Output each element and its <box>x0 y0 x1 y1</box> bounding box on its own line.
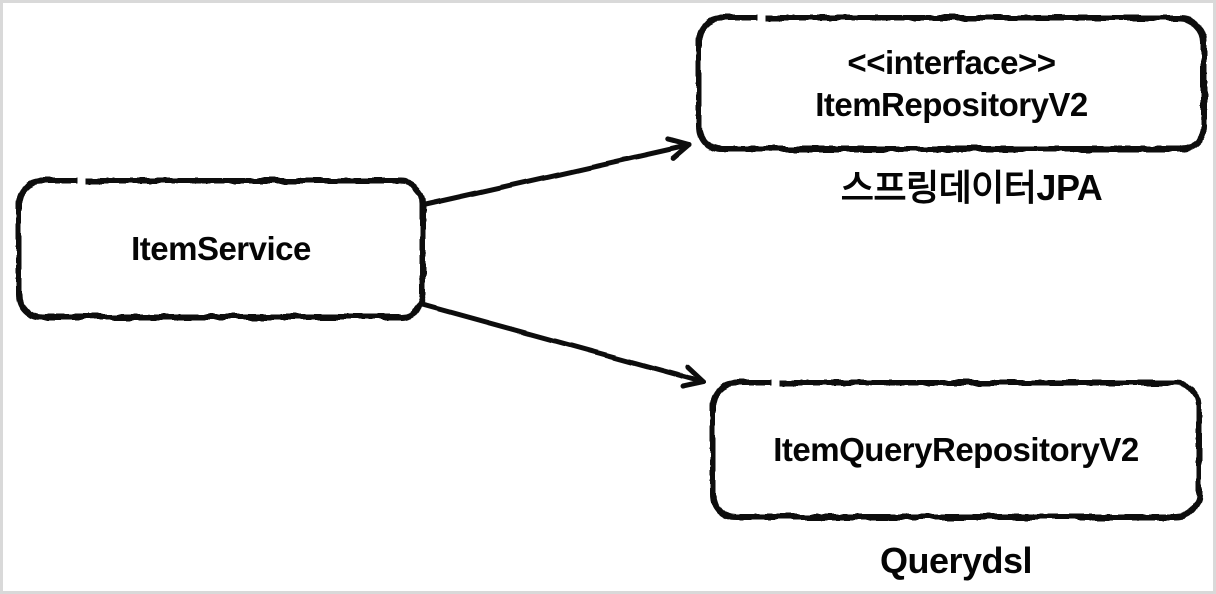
sketch-gap <box>757 15 766 21</box>
node-item-query-repository-v2-label: ItemQueryRepositoryV2 <box>710 380 1202 520</box>
node-item-repository-v2: <<interface>> ItemRepositoryV2 <box>696 15 1207 152</box>
node-title: ItemService <box>131 230 311 267</box>
arrow-item-service-to-item-query-repository-v2 <box>418 301 707 390</box>
sketch-gap <box>77 178 86 184</box>
node-item-query-repository-v2: ItemQueryRepositoryV2 <box>710 380 1202 520</box>
stereotype-label: <<interface>> <box>847 43 1056 81</box>
arrow-item-service-to-item-repository-v2 <box>420 136 692 208</box>
caption-querydsl: Querydsl <box>879 540 1033 581</box>
node-item-repository-v2-label: <<interface>> ItemRepositoryV2 <box>696 15 1207 152</box>
node-title: ItemQueryRepositoryV2 <box>773 431 1139 468</box>
node-item-repository-v2-border <box>696 15 1207 152</box>
caption-spring-data-jpa: 스프링데이터JPA <box>840 167 1103 208</box>
node-item-service-border <box>16 178 426 320</box>
node-item-service: ItemService <box>16 178 426 320</box>
node-item-service-label: ItemService <box>16 178 426 320</box>
node-item-query-repository-v2-border <box>710 380 1202 520</box>
node-title: ItemRepositoryV2 <box>815 85 1088 123</box>
sketch-gap <box>771 380 780 386</box>
